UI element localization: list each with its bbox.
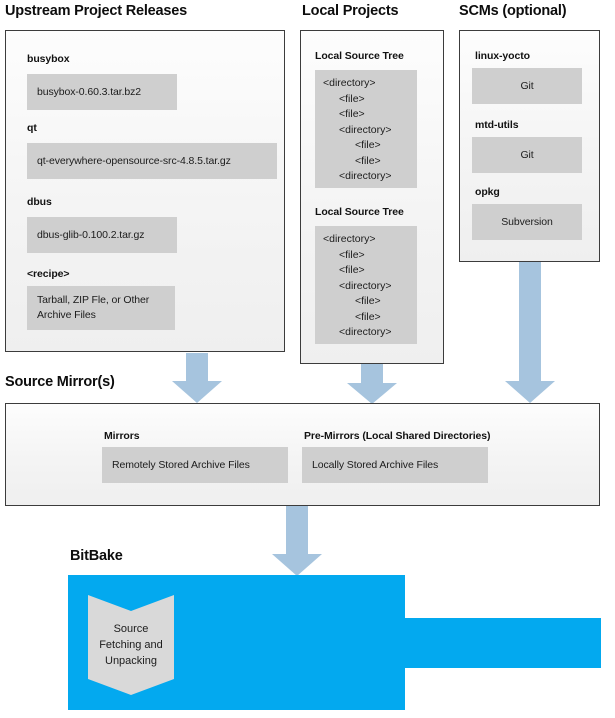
scm-entry-value-mtd-utils: Git	[472, 137, 582, 173]
upstream-entry-label-qt: qt	[27, 122, 37, 134]
arrow-local-projects-to-source-mirrors	[347, 364, 397, 404]
source-mirrors-value-mirrors: Remotely Stored Archive Files	[102, 447, 288, 483]
scm-entry-value-opkg: Subversion	[472, 204, 582, 240]
arrow-source-mirrors-to-bitbake	[272, 506, 322, 576]
tree-node: <file>	[339, 108, 365, 120]
scm-entry-label-linux-yocto: linux-yocto	[475, 50, 530, 62]
heading-bitbake: BitBake	[70, 548, 123, 564]
tree-node: <directory>	[339, 170, 392, 182]
tree-node: <file>	[355, 295, 381, 307]
scm-entry-label-mtd-utils: mtd-utils	[475, 119, 519, 131]
upstream-entry-value-dbus: dbus-glib-0.100.2.tar.gz	[27, 217, 177, 253]
scm-entry-value-linux-yocto: Git	[472, 68, 582, 104]
heading-upstream-project-releases: Upstream Project Releases	[5, 3, 187, 19]
source-mirrors-label-mirrors: Mirrors	[104, 430, 140, 442]
recipe-value-line-1: Tarball, ZIP Fle, or	[37, 294, 121, 306]
tree-node: <file>	[339, 264, 365, 276]
tree-node: <file>	[339, 248, 365, 261]
scm-entry-label-opkg: opkg	[475, 186, 500, 198]
source-mirrors-value-pre-mirrors: Locally Stored Archive Files	[302, 447, 488, 483]
task-line-3: Unpacking	[105, 655, 157, 667]
upstream-entry-value-qt: qt-everywhere-opensource-src-4.8.5.tar.g…	[27, 143, 277, 179]
heading-source-mirrors: Source Mirror(s)	[5, 374, 115, 390]
tree-node: <file>	[355, 310, 381, 323]
task-line-2: Fetching and	[99, 639, 163, 651]
bitbake-extension-bar	[405, 618, 601, 668]
heading-local-projects: Local Projects	[302, 3, 399, 19]
local-source-tree-1: <directory> <file> <file> <directory> <f…	[315, 70, 417, 188]
upstream-entry-value-busybox: busybox-0.60.3.tar.bz2	[27, 74, 177, 110]
upstream-entry-value-recipe: Tarball, ZIP Fle, or Other Archive Files	[27, 286, 175, 330]
recipe-value-line-2: Other Archive Files	[37, 294, 150, 321]
arrow-upstream-to-source-mirrors	[172, 353, 222, 403]
source-mirrors-label-pre-mirrors: Pre-Mirrors (Local Shared Directories)	[304, 430, 491, 442]
local-tree-label-1: Local Source Tree	[315, 50, 404, 62]
local-tree-label-2: Local Source Tree	[315, 206, 404, 218]
tree-node: <file>	[355, 154, 381, 167]
upstream-entry-label-dbus: dbus	[27, 196, 52, 208]
tree-node: <file>	[339, 92, 365, 105]
tree-node: <directory>	[339, 123, 392, 136]
tree-node: <file>	[355, 139, 381, 151]
upstream-entry-label-busybox: busybox	[27, 53, 70, 65]
heading-scms: SCMs (optional)	[459, 3, 567, 19]
task-line-1: Source	[113, 623, 149, 635]
upstream-entry-label-recipe: <recipe>	[27, 268, 70, 280]
arrow-scms-to-source-mirrors	[505, 262, 555, 403]
tree-node: <directory>	[323, 233, 376, 245]
tree-node: <directory>	[339, 326, 392, 338]
tree-node: <directory>	[339, 279, 392, 292]
tree-node: <directory>	[323, 77, 376, 89]
bitbake-task-source-fetching-and-unpacking: Source Fetching and Unpacking	[88, 595, 174, 695]
local-source-tree-2: <directory> <file> <file> <directory> <f…	[315, 226, 417, 344]
